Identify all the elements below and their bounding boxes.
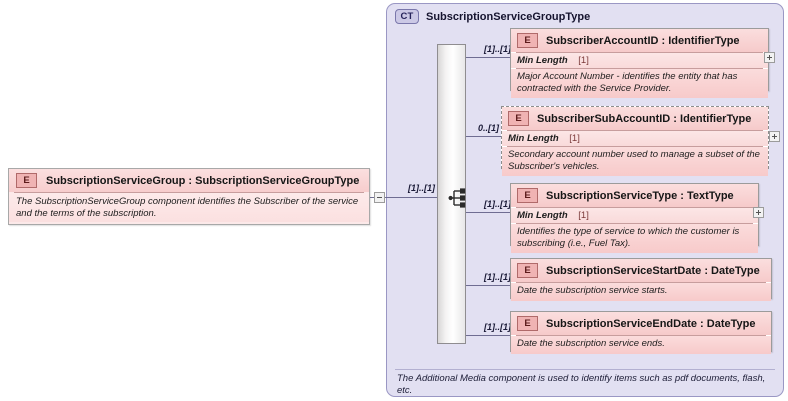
element-badge-icon: E [16,173,37,188]
root-element-label: SubscriptionServiceGroup : SubscriptionS… [46,174,360,187]
element-box[interactable]: E SubscriptionServiceEndDate : DateType … [510,311,772,354]
element-divider [516,68,763,69]
element-divider [516,52,763,53]
element-label: SubscriberAccountID : IdentifierType [546,34,740,47]
element-header: E SubscriptionServiceEndDate : DateType [511,312,771,335]
branch-line [466,285,518,286]
branch-line [466,335,518,336]
element-expand-toggle-plus-icon[interactable] [769,131,780,142]
element-label: SubscriptionServiceStartDate : DateType [546,264,760,277]
complextype-title: SubscriptionServiceGroupType [426,10,591,23]
complextype-header: CT SubscriptionServiceGroupType [395,9,590,24]
element-facet: Min Length [1] [511,53,768,68]
element-badge-icon: E [508,111,529,126]
root-element-box[interactable]: E SubscriptionServiceGroup : Subscriptio… [8,168,370,225]
element-header: E SubscriptionServiceStartDate : DateTyp… [511,259,771,282]
element-cardinality: [1]..[1] [484,199,511,209]
element-badge-icon: E [517,263,538,278]
element-divider [516,223,753,224]
branch-line [466,136,510,137]
facet-name: Min Length [508,133,559,144]
element-header: E SubscriberAccountID : IdentifierType [511,29,768,52]
element-description: Secondary account number used to manage … [502,147,768,176]
branch-line [466,57,518,58]
element-box-optional[interactable]: E SubscriberSubAccountID : IdentifierTyp… [501,106,769,176]
complextype-footer-divider [395,369,775,370]
root-element-description: The SubscriptionServiceGroup component i… [9,193,369,222]
element-box[interactable]: E SubscriptionServiceStartDate : DateTyp… [510,258,772,301]
root-collapse-toggle-minus-icon[interactable] [374,192,385,203]
element-label: SubscriptionServiceType : TextType [546,189,734,202]
element-facet: Min Length [1] [502,131,768,146]
element-divider [507,146,763,147]
element-box[interactable]: E SubscriptionServiceType : TextType Min… [510,183,759,253]
element-description: Date the subscription service starts. [511,283,771,301]
element-label: SubscriberSubAccountID : IdentifierType [537,112,752,125]
element-cardinality: 0..[1] [478,123,500,133]
facet-name: Min Length [517,55,568,66]
root-element-divider [14,192,364,193]
element-header: E SubscriptionServiceType : TextType [511,184,758,207]
element-description: Identifies the type of service to which … [511,224,758,253]
element-badge-icon: E [517,188,538,203]
branch-line [466,212,518,213]
sequence-compositor-bar[interactable] [437,44,466,344]
complextype-badge: CT [395,9,419,24]
element-box[interactable]: E SubscriberAccountID : IdentifierType M… [510,28,769,98]
root-element-header: E SubscriptionServiceGroup : Subscriptio… [9,169,369,192]
element-expand-toggle-plus-icon[interactable] [753,207,764,218]
element-facet: Min Length [1] [511,208,758,223]
element-cardinality: [1]..[1] [484,44,511,54]
element-header: E SubscriberSubAccountID : IdentifierTyp… [502,107,768,130]
element-divider [516,282,766,283]
element-badge-icon: E [517,316,538,331]
complextype-footer-annotation: The Additional Media component is used t… [397,373,766,396]
element-description: Date the subscription service ends. [511,336,771,354]
compositor-cardinality: [1]..[1] [408,183,435,193]
facet-value: [1] [578,55,589,66]
element-cardinality: [1]..[1] [484,272,511,282]
element-divider [507,130,763,131]
element-divider [516,335,766,336]
element-label: SubscriptionServiceEndDate : DateType [546,317,756,330]
element-description: Major Account Number - identifies the en… [511,69,768,98]
facet-name: Min Length [517,210,568,221]
element-cardinality: [1]..[1] [484,322,511,332]
facet-value: [1] [569,133,580,144]
root-to-compositor-line [385,197,437,198]
element-expand-toggle-plus-icon[interactable] [764,52,775,63]
facet-value: [1] [578,210,589,221]
sequence-icon [448,187,470,209]
element-divider [516,207,753,208]
element-badge-icon: E [517,33,538,48]
